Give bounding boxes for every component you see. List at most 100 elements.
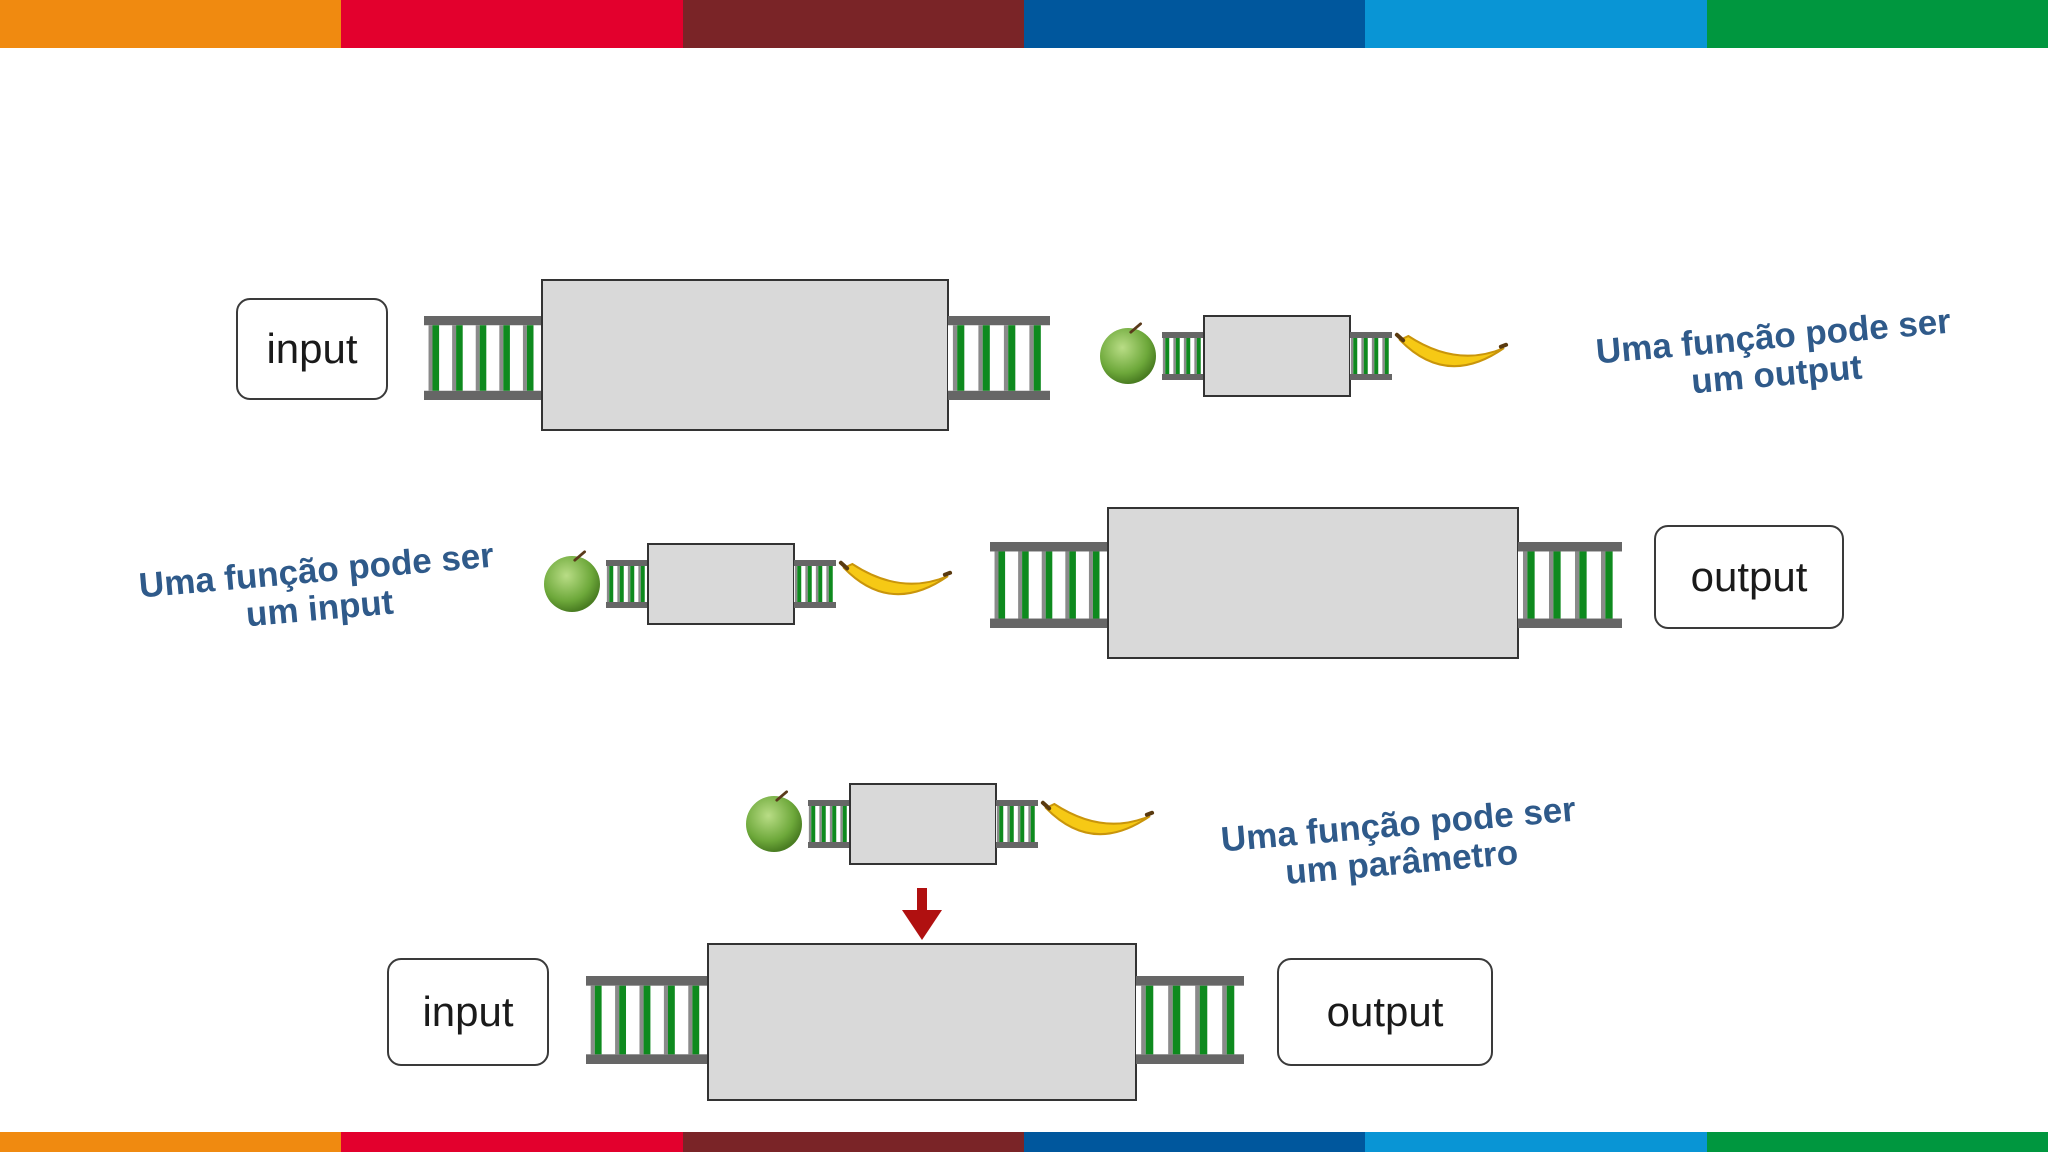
stripe-segment-green bbox=[1706, 1132, 2048, 1152]
rail-tie-shadow bbox=[978, 325, 983, 391]
rail-tie-shadow bbox=[1007, 806, 1010, 842]
banana-icon bbox=[1394, 332, 1509, 368]
rail-top bbox=[794, 560, 836, 566]
rail-tie bbox=[797, 566, 802, 602]
rail-tie-shadow bbox=[1141, 985, 1146, 1055]
rail-top bbox=[606, 560, 648, 566]
rail-tie-shadow bbox=[1168, 985, 1173, 1055]
rail-tie bbox=[1030, 806, 1035, 842]
stripe-segment-blue bbox=[1023, 0, 1366, 48]
stripe-segment-orange bbox=[0, 1132, 342, 1152]
arrow-down-icon bbox=[902, 888, 942, 940]
rail-tie bbox=[1527, 551, 1535, 619]
banana-body bbox=[1044, 802, 1151, 836]
rail-tie-shadow bbox=[499, 325, 504, 391]
banana-tip bbox=[1394, 332, 1406, 343]
conveyor-rail bbox=[794, 560, 836, 608]
rail-tie-shadow bbox=[1029, 325, 1034, 391]
conveyor-rail bbox=[424, 316, 542, 400]
stripe-segment-maroon bbox=[682, 1132, 1024, 1152]
bottom-input-box: input bbox=[387, 958, 549, 1066]
rail-tie bbox=[1353, 338, 1358, 374]
rail-tie-shadow bbox=[826, 566, 829, 602]
rail-tie-shadow bbox=[1173, 338, 1176, 374]
rail-tie-shadow bbox=[815, 566, 819, 602]
rail-tie bbox=[821, 806, 826, 842]
banana-end bbox=[1144, 810, 1155, 817]
rail-tie bbox=[526, 325, 534, 391]
rail-tie-shadow bbox=[1065, 551, 1070, 619]
rail-tie bbox=[1384, 338, 1389, 374]
function-machine bbox=[1107, 507, 1519, 659]
stripe-segment-lightblue bbox=[1365, 1132, 1707, 1152]
function-machine bbox=[647, 543, 795, 625]
rail-tie-shadow bbox=[1522, 551, 1528, 619]
rail-bottom bbox=[1518, 618, 1622, 628]
rail-tie bbox=[432, 325, 440, 391]
stripe-segment-blue bbox=[1023, 1132, 1366, 1152]
rail-tie-shadow bbox=[1183, 338, 1187, 374]
rail-tie bbox=[1226, 985, 1235, 1055]
rail-tie-shadow bbox=[1350, 338, 1354, 374]
rail-tie bbox=[842, 806, 847, 842]
apple-stem bbox=[775, 790, 788, 802]
rail-tie bbox=[479, 325, 487, 391]
conveyor-rail bbox=[586, 976, 708, 1064]
rail-tie bbox=[1022, 551, 1029, 619]
apple-stem bbox=[573, 550, 586, 562]
rail-tie-shadow bbox=[638, 566, 641, 602]
rail-tie bbox=[1172, 985, 1181, 1055]
rail-tie-shadow bbox=[952, 325, 958, 391]
rail-bottom bbox=[948, 390, 1050, 400]
rail-top bbox=[1350, 332, 1392, 338]
rail-tie bbox=[1553, 551, 1561, 619]
top-input-box: input bbox=[236, 298, 388, 400]
rail-tie-shadow bbox=[1194, 338, 1197, 374]
rail-tie bbox=[1374, 338, 1379, 374]
rail-tie-shadow bbox=[808, 806, 812, 842]
banana-end bbox=[942, 570, 953, 577]
rail-tie-shadow bbox=[1018, 551, 1023, 619]
rail-top bbox=[424, 316, 542, 326]
conveyor-rail bbox=[1350, 332, 1392, 380]
middle-output-box: output bbox=[1654, 525, 1844, 629]
rail-tie bbox=[957, 325, 965, 391]
top-input-label: input bbox=[266, 325, 358, 372]
rail-tie bbox=[818, 566, 823, 602]
apple-icon bbox=[544, 550, 600, 612]
rail-tie-shadow bbox=[1028, 806, 1031, 842]
rail-tie bbox=[1092, 551, 1100, 619]
banana-body bbox=[1398, 334, 1505, 368]
rail-tie-shadow bbox=[1371, 338, 1375, 374]
rail-tie bbox=[1009, 806, 1014, 842]
rail-tie-shadow bbox=[840, 806, 843, 842]
stripe-segment-orange bbox=[0, 0, 342, 48]
rail-tie-shadow bbox=[1017, 806, 1021, 842]
bottom-color-stripe bbox=[0, 1132, 2048, 1152]
stripe-segment-lightblue bbox=[1365, 0, 1707, 48]
rail-tie-shadow bbox=[428, 325, 433, 391]
conveyor-rail bbox=[1136, 976, 1244, 1064]
rail-tie bbox=[1145, 985, 1154, 1055]
apple-stem bbox=[1129, 322, 1142, 334]
banana-icon bbox=[1040, 800, 1155, 836]
rail-tie bbox=[1196, 338, 1201, 374]
rail-tie-shadow bbox=[996, 806, 1000, 842]
rail-tie bbox=[1045, 551, 1053, 619]
arrow-head bbox=[902, 910, 942, 940]
stripe-segment-red bbox=[341, 0, 683, 48]
apple-body bbox=[544, 556, 600, 612]
rail-tie bbox=[1069, 551, 1076, 619]
rail-tie bbox=[1199, 985, 1208, 1055]
rail-tie bbox=[1008, 325, 1016, 391]
rail-tie-shadow bbox=[805, 566, 808, 602]
conveyor-rail bbox=[808, 800, 850, 848]
rail-top bbox=[996, 800, 1038, 806]
rail-tie bbox=[503, 325, 510, 391]
rail-bottom bbox=[990, 618, 1108, 628]
rail-tie-shadow bbox=[1361, 338, 1364, 374]
rail-tie-shadow bbox=[1162, 338, 1166, 374]
rail-tie-shadow bbox=[1195, 985, 1200, 1055]
rail-tie bbox=[1605, 551, 1613, 619]
